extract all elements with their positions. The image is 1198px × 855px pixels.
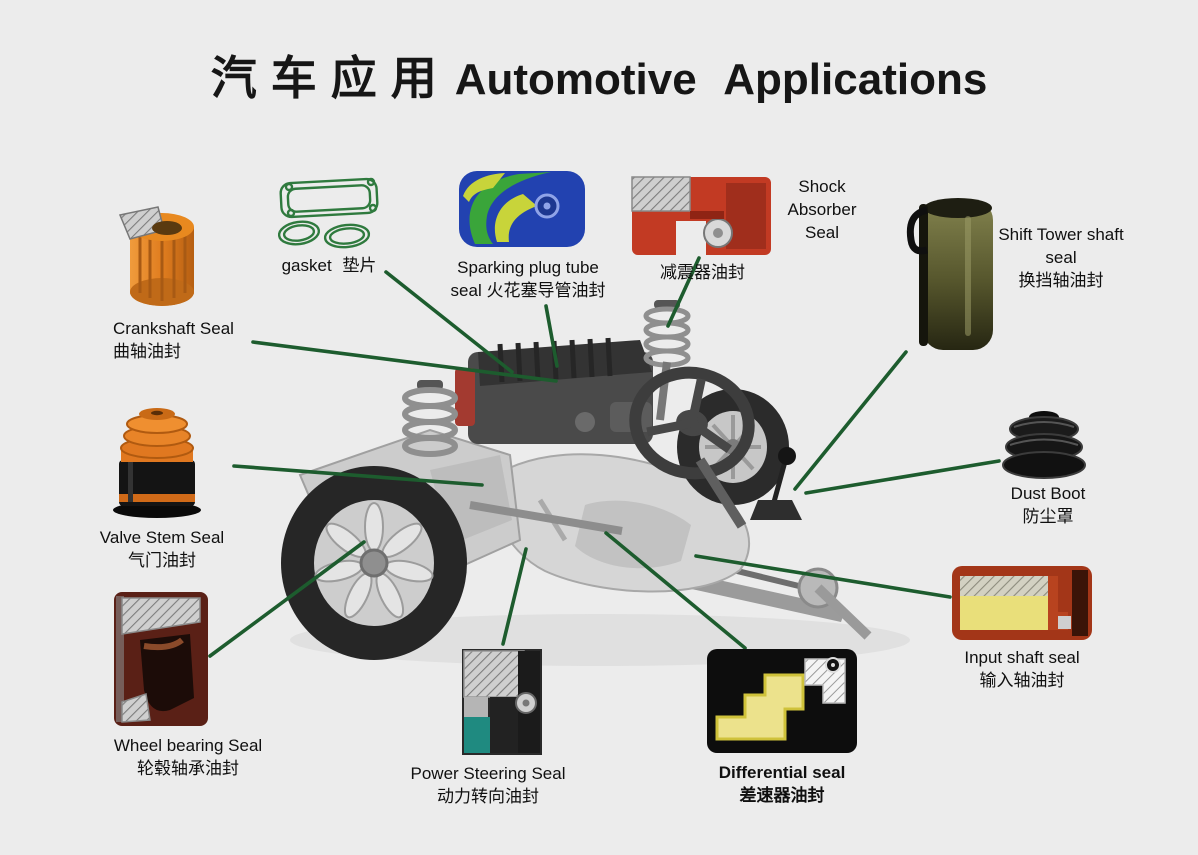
power-steering-label-zh: 动力转向油封 — [437, 786, 539, 806]
dust-boot-label-zh: 防尘罩 — [1022, 506, 1074, 526]
crankshaft-seal-label-en: Crankshaft Seal — [113, 319, 234, 338]
gasket-label-text: gasket 垫片 — [281, 256, 377, 275]
power-steering-label-en: Power Steering Seal — [410, 764, 566, 783]
valve-stem-seal-image — [108, 398, 206, 520]
wheel-bearing-seal-image — [110, 588, 212, 730]
dust-boot-label: Dust Boot 防尘罩 — [996, 483, 1100, 529]
steering-wheel — [629, 366, 755, 480]
differential-label-zh: 差速器油封 — [739, 785, 825, 805]
page-title-zh: 汽车应用 — [210, 52, 451, 104]
input-shaft-label-zh: 输入轴油封 — [979, 670, 1065, 690]
gasket-image — [265, 175, 393, 253]
shock-absorber-seal-label-en: Shock Absorber Seal — [778, 176, 866, 244]
crankshaft-seal-image — [112, 197, 197, 312]
engine-red-accent — [455, 368, 475, 426]
sparking-plug-tube-seal-label: Sparking plug tube seal 火花塞导管油封 — [428, 257, 628, 303]
shift-tower-shaft-seal-label: Shift Tower shaft seal 换挡轴油封 — [998, 224, 1124, 292]
front-wheel — [281, 466, 467, 660]
engine-block — [455, 337, 653, 444]
shock-absorber-seal-label-zh: 减震器油封 — [640, 262, 765, 285]
wheel-bearing-seal-label: Wheel bearing Seal 轮毂轴承油封 — [98, 735, 278, 781]
shift-tower-shaft-seal-image — [903, 190, 1000, 357]
valve-stem-label-zh: 气门油封 — [128, 550, 196, 570]
gasket-label: gasket 垫片 — [263, 255, 395, 278]
valve-stem-seal-label: Valve Stem Seal 气门油封 — [88, 527, 236, 573]
crankshaft-seal-label-zh: 曲轴油封 — [113, 341, 181, 361]
valve-stem-label-en: Valve Stem Seal — [99, 528, 225, 547]
input-shaft-label-en: Input shaft seal — [964, 648, 1080, 667]
shock-absorber-seal-image — [628, 173, 775, 259]
differential-seal-image — [703, 645, 861, 757]
dust-boot-image — [998, 405, 1090, 481]
shock-label-zh: 减震器油封 — [660, 263, 745, 282]
steering-column — [695, 457, 747, 529]
power-steering-seal-label: Power Steering Seal 动力转向油封 — [392, 763, 584, 809]
wheel-bearing-label-zh: 轮毂轴承油封 — [137, 758, 239, 778]
shock-label-en: Shock Absorber Seal — [787, 177, 857, 242]
sparking-plug-tube-seal-image — [453, 166, 591, 252]
page-title-en: Automotive Applications — [454, 55, 988, 104]
page-title: 汽车应用Automotive Applications — [0, 42, 1198, 108]
sparking-label-line1: Sparking plug tube — [457, 258, 599, 277]
differential-seal-label: Differential seal 差速器油封 — [698, 762, 866, 808]
front-strut-spring — [402, 380, 458, 457]
power-steering-seal-image — [458, 645, 546, 759]
differential-label-en: Differential seal — [718, 763, 846, 782]
wheel-hub — [359, 548, 389, 578]
crankshaft-seal-label: Crankshaft Seal 曲轴油封 — [113, 318, 283, 364]
sparking-label-line2: seal 火花塞导管油封 — [450, 280, 606, 300]
shift-tower-label-zh: 换挡轴油封 — [1018, 270, 1104, 290]
wheel-bearing-label-en: Wheel bearing Seal — [113, 736, 263, 755]
shift-tower-label-en: Shift Tower shaft seal — [998, 225, 1124, 267]
input-shaft-seal-label: Input shaft seal 输入轴油封 — [946, 647, 1098, 693]
dust-boot-label-en: Dust Boot — [1010, 484, 1086, 503]
gear-shifter — [750, 447, 802, 520]
input-shaft-seal-image — [948, 562, 1096, 644]
